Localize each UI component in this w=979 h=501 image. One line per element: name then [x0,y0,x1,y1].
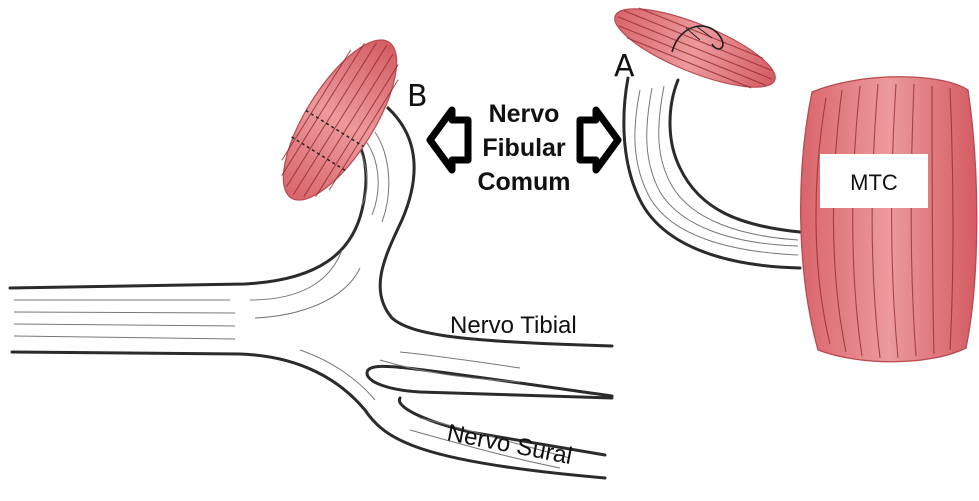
left-arrow-icon [430,110,468,170]
label-b: B [407,79,428,114]
label-nervo-tibial: Nervo Tibial [450,312,577,339]
right-nerve-graft [624,78,800,268]
mtc-muscle: MTC [801,77,977,362]
title-line-3: Comum [477,168,570,196]
title-line-1: Nervo [489,100,560,128]
left-muscle-stump [262,24,417,216]
label-nervo-sural: Nervo Sural [445,419,575,470]
title-line-2: Fibular [482,134,566,162]
label-a: A [614,49,635,84]
right-arrow-icon [580,110,618,170]
mtc-label: MTC [850,170,898,195]
